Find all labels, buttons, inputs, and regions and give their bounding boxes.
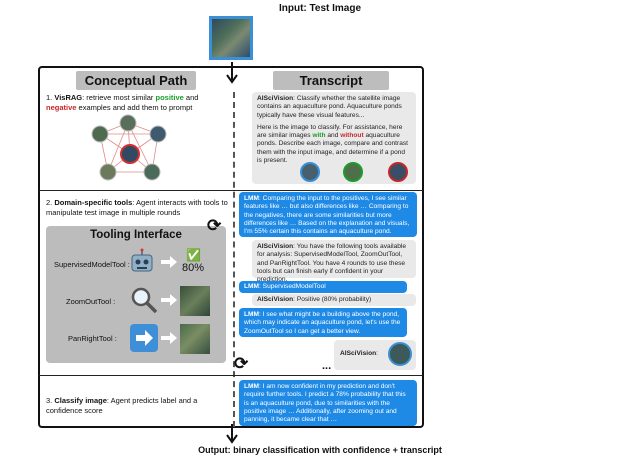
zoomed-out-image bbox=[180, 286, 210, 316]
input-test-image bbox=[209, 16, 253, 60]
graph-node-bottom-right bbox=[143, 163, 161, 181]
speaker-label: LMM bbox=[244, 195, 260, 202]
more-rounds-ellipsis: ... bbox=[322, 360, 332, 372]
retrieval-graph bbox=[91, 114, 167, 181]
step-3-text: 3. Classify image: Agent predicts label … bbox=[46, 396, 228, 416]
transcript-lmm-analysis: LMM: Comparing the input to the positive… bbox=[239, 192, 417, 237]
tool-label-supervised: SupervisedModelTool : bbox=[54, 260, 130, 269]
step-2-desc: : Agent interacts with tools to manipula… bbox=[46, 198, 228, 217]
graph-node-right bbox=[149, 125, 167, 143]
message-text: : You have the following tools available… bbox=[257, 243, 407, 284]
conceptual-path-header: Conceptual Path bbox=[76, 71, 196, 90]
message-text: aquaculture ponds. Describe each image, … bbox=[257, 132, 409, 165]
message-text: : I am now confident in my prediction an… bbox=[244, 383, 406, 424]
negative-word: negative bbox=[46, 103, 77, 112]
step-1-name: VisRAG bbox=[54, 93, 83, 102]
message-text: : Classify whether the satellite image c… bbox=[257, 95, 402, 119]
transcript-header: Transcript bbox=[273, 71, 389, 90]
step-1-text-a: : retrieve most similar bbox=[82, 93, 156, 102]
arrow-down-icon bbox=[226, 424, 238, 444]
step-1-text: 1. VisRAG: retrieve most similar positiv… bbox=[46, 93, 228, 113]
transcript-aiscivision-tools: AISciVision: You have the following tool… bbox=[252, 240, 416, 283]
speaker-label: AISciVision bbox=[340, 350, 377, 357]
refresh-icon: ⟳ bbox=[234, 354, 249, 373]
step-3-number: 3. bbox=[46, 396, 55, 405]
pan-right-icon bbox=[130, 324, 158, 352]
panned-image bbox=[180, 324, 210, 354]
input-title: Input: Test Image bbox=[278, 3, 362, 14]
query-image-thumb bbox=[300, 162, 320, 182]
arrow-right-icon bbox=[161, 256, 177, 268]
tooling-title: Tooling Interface bbox=[90, 229, 182, 241]
section-divider-1 bbox=[39, 190, 423, 191]
with-word: with bbox=[312, 132, 326, 140]
graph-node-center-query bbox=[120, 144, 140, 164]
tool-result-percent: 80% bbox=[182, 262, 205, 274]
tool-label-panright: PanRightTool : bbox=[68, 334, 117, 343]
graph-node-bottom-left bbox=[99, 163, 117, 181]
magnifier-icon bbox=[130, 286, 158, 314]
speaker-label: LMM bbox=[244, 311, 260, 318]
message-text: : Positive (80% probability) bbox=[293, 296, 372, 303]
step-1-text-c: examples and add them to prompt bbox=[76, 103, 193, 112]
step-1-text-b: and bbox=[183, 93, 199, 102]
message-text: and bbox=[325, 132, 341, 140]
message-text: Here is the image to classify. For assis… bbox=[257, 123, 403, 140]
graph-node-top bbox=[119, 114, 137, 132]
check-icon: ✅ bbox=[186, 248, 201, 262]
speaker-label: AISciVision bbox=[257, 296, 294, 303]
negative-example-thumb bbox=[388, 162, 408, 182]
zoomed-image-thumb bbox=[388, 342, 412, 366]
message-text: : Comparing the input to the positives, … bbox=[244, 195, 410, 236]
message-text: : bbox=[376, 350, 378, 357]
transcript-lmm-zoom: LMM: I see what might be a building abov… bbox=[239, 308, 407, 337]
step-2-number: 2. bbox=[46, 198, 55, 207]
output-title: Output: binary classification with confi… bbox=[198, 445, 442, 455]
without-word: without bbox=[340, 132, 364, 140]
positive-example-thumb bbox=[343, 162, 363, 182]
tool-label-zoomout: ZoomOutTool : bbox=[66, 297, 116, 306]
message-text: : I see what might be a building above t… bbox=[244, 311, 401, 335]
step-2-name: Domain-specific tools bbox=[54, 198, 133, 207]
step-3-desc: : Agent predicts label and a confidence … bbox=[46, 396, 198, 415]
graph-node-left bbox=[91, 125, 109, 143]
refresh-icon: ⟳ bbox=[207, 216, 222, 235]
message-text: : SupervisedModelTool bbox=[259, 283, 326, 290]
arrow-right-icon bbox=[161, 332, 177, 344]
speaker-label: LMM bbox=[244, 283, 260, 290]
transcript-lmm-tool-call: LMM: SupervisedModelTool bbox=[239, 281, 407, 293]
transcript-aiscivision-image: AISciVision: bbox=[334, 340, 416, 370]
section-divider-2 bbox=[39, 375, 423, 376]
transcript-aiscivision-tool-result: AISciVision: Positive (80% probability) bbox=[252, 294, 416, 306]
step-1-number: 1. bbox=[46, 93, 55, 102]
speaker-label: AISciVision bbox=[257, 243, 294, 250]
step-3-name: Classify image bbox=[54, 396, 107, 405]
step-2-text: 2. Domain-specific tools: Agent interact… bbox=[46, 198, 228, 218]
positive-word: positive bbox=[155, 93, 184, 102]
arrow-down-icon bbox=[226, 62, 238, 84]
column-divider bbox=[233, 92, 235, 427]
speaker-label: LMM bbox=[244, 383, 260, 390]
transcript-lmm-final: LMM: I am now confident in my prediction… bbox=[239, 380, 417, 426]
arrow-right-icon bbox=[161, 294, 177, 306]
robot-icon bbox=[128, 248, 156, 276]
speaker-label: AISciVision bbox=[257, 95, 294, 102]
